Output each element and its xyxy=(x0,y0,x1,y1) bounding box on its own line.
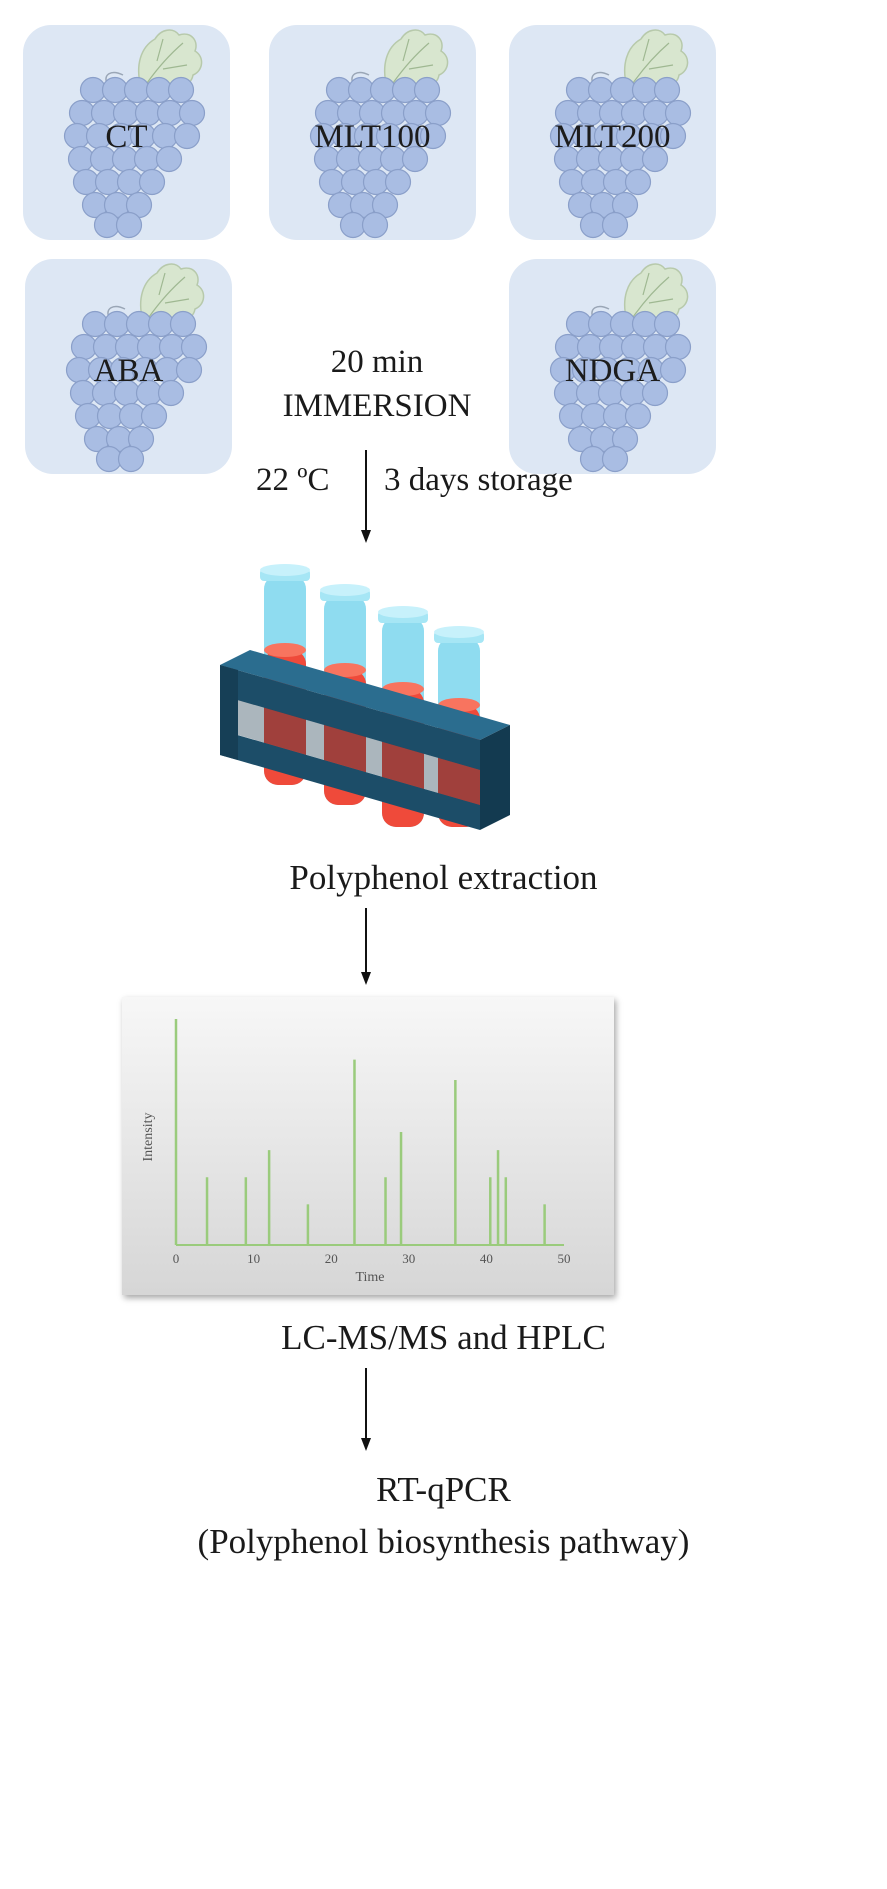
treatment-card-ndga: NDGA xyxy=(509,259,716,474)
grape-bunch-icon xyxy=(65,263,208,473)
treatment-label: MLT200 xyxy=(554,119,671,155)
y-axis-label: Intensity xyxy=(141,1113,156,1162)
grape-bunch-icon xyxy=(63,29,206,239)
treatment-label: ABA xyxy=(93,353,164,389)
treatment-card-mlt200: MLT200 xyxy=(509,25,716,240)
flow-arrow-icon xyxy=(361,450,371,544)
x-tick-label: 20 xyxy=(325,1251,338,1266)
x-tick-label: 40 xyxy=(480,1251,493,1266)
flow-arrow-icon xyxy=(361,908,371,986)
x-tick-label: 30 xyxy=(402,1251,415,1266)
chromatogram-plot: 0 10 20 30 40 50 Time Intensity xyxy=(141,1019,571,1285)
extraction-caption: Polyphenol extraction xyxy=(289,858,598,897)
grape-bunch-icon xyxy=(549,29,692,239)
analysis-caption: LC-MS/MS and HPLC xyxy=(281,1318,606,1357)
immersion-duration: 20 min xyxy=(330,344,424,380)
treatment-card-ct: CT xyxy=(23,25,230,240)
test-tube-rack-icon xyxy=(220,564,510,830)
grape-bunch-icon xyxy=(549,263,692,473)
storage-duration: 3 days storage xyxy=(384,462,573,498)
treatment-label: CT xyxy=(105,119,148,155)
treatment-label: MLT100 xyxy=(314,119,431,155)
pathway-caption: (Polyphenol biosynthesis pathway) xyxy=(197,1522,690,1561)
treatment-card-mlt100: MLT100 xyxy=(269,25,476,240)
immersion-method: IMMERSION xyxy=(282,388,472,424)
flow-arrow-icon xyxy=(361,1368,371,1452)
rtqpcr-caption: RT-qPCR xyxy=(376,1470,511,1509)
x-tick-label: 0 xyxy=(173,1251,180,1266)
x-tick-label: 10 xyxy=(247,1251,260,1266)
x-tick-label: 50 xyxy=(558,1251,571,1266)
x-axis-label: Time xyxy=(355,1270,384,1285)
treatment-label: NDGA xyxy=(564,353,661,389)
immersion-label: 20 min IMMERSION xyxy=(258,340,496,428)
storage-temperature: 22 ºC xyxy=(256,462,330,498)
treatment-card-aba: ABA xyxy=(25,259,232,474)
grape-bunch-icon xyxy=(309,29,452,239)
chromatogram-chart: 0 10 20 30 40 50 Time Intensity xyxy=(122,997,614,1295)
